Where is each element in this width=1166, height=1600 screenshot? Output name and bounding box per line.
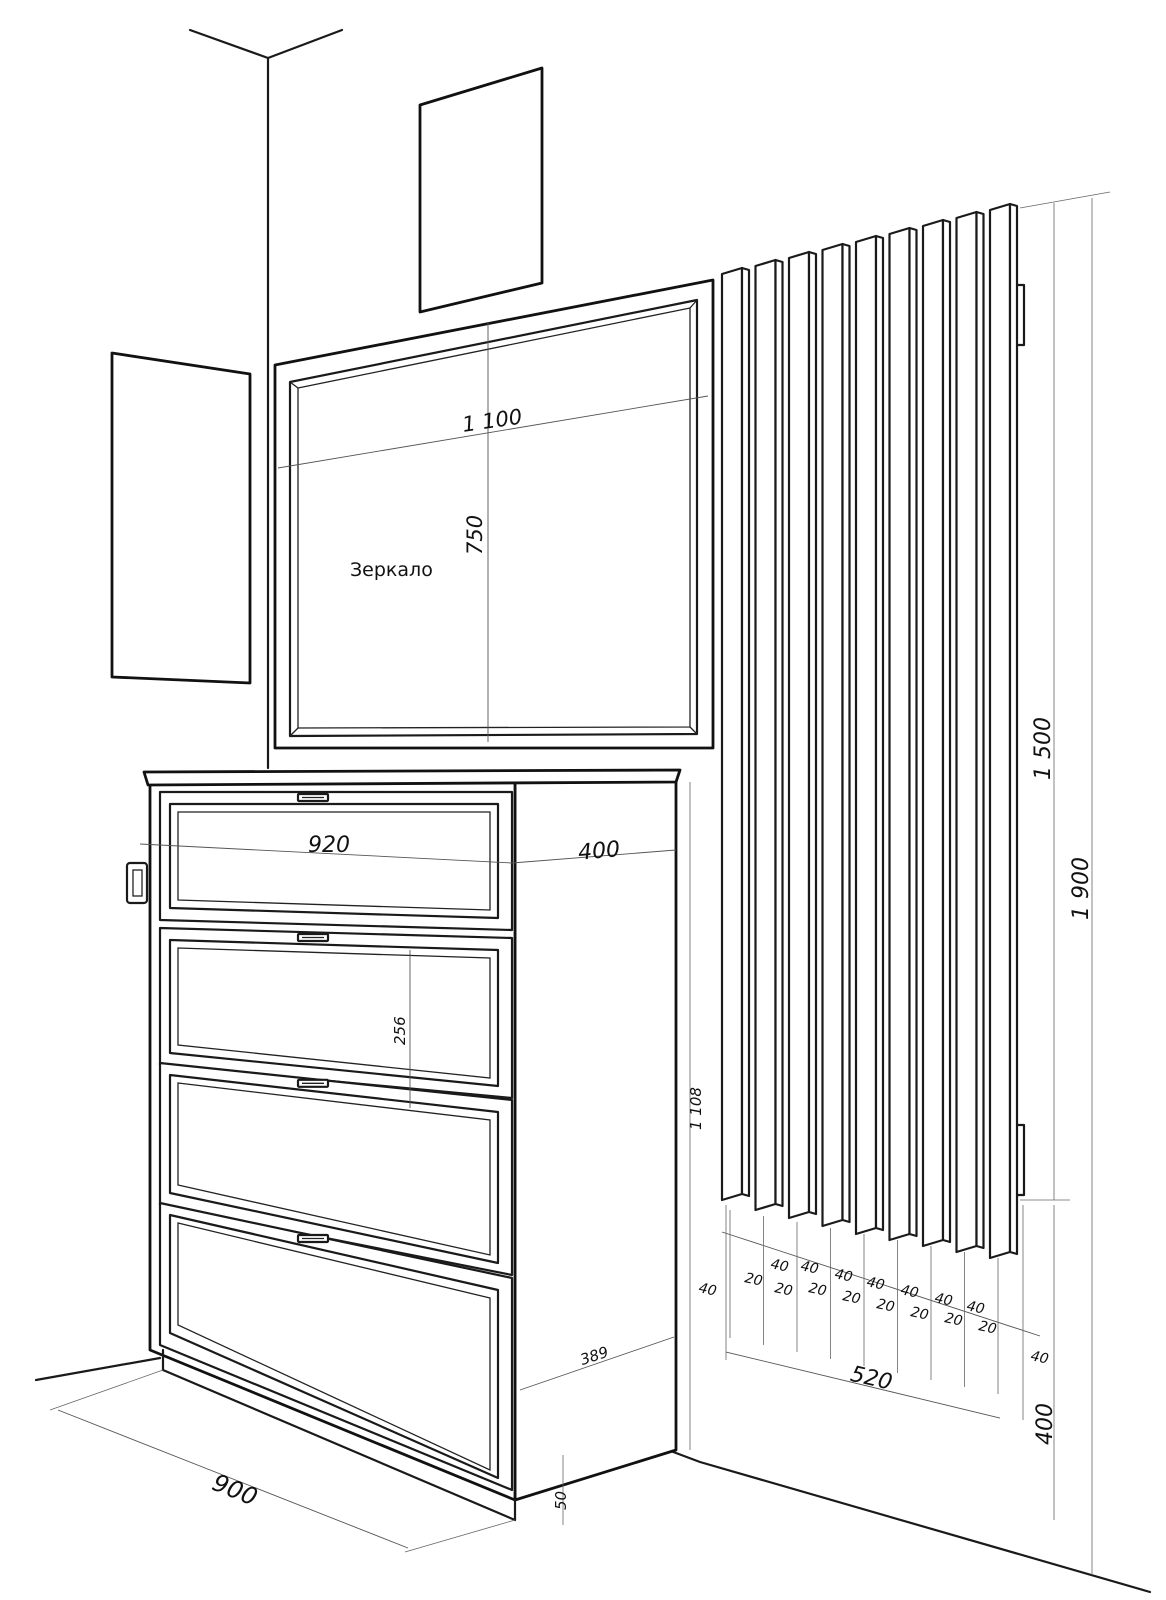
drawer-height-dimension: 256 — [391, 1016, 409, 1045]
slat — [854, 234, 885, 1236]
slat-spacing-label: 40 — [1029, 1348, 1050, 1367]
drawer-handle[interactable] — [296, 932, 330, 943]
drawers-group — [158, 790, 514, 1492]
slat-spacing-label: 40 — [865, 1274, 886, 1293]
dresser-depth-dimension: 400 — [577, 837, 621, 866]
slat-spacing-label: 40 — [769, 1256, 790, 1275]
picture-frame-left — [110, 351, 252, 685]
slat-spacing-label: 20 — [841, 1288, 862, 1307]
slat-spacing-label: 40 — [799, 1258, 820, 1277]
total-height-dimension: 1 900 — [1069, 857, 1094, 920]
slat-spacing-label: 20 — [773, 1280, 794, 1299]
mirror — [273, 278, 715, 750]
dresser-dimension-lines — [49, 782, 691, 1553]
dresser — [125, 768, 682, 1522]
dresser-height-dimension: 1 108 — [687, 1087, 705, 1130]
slat — [720, 266, 751, 1202]
drawer-handle[interactable] — [296, 1233, 330, 1244]
slat — [888, 226, 918, 1242]
picture-frame-top — [418, 66, 544, 314]
panel-height-dimension: 1 500 — [1031, 717, 1056, 780]
dresser-front-width-dimension: 920 — [308, 833, 350, 858]
slat-spacing-label: 40 — [899, 1282, 920, 1301]
slat-spacing-label: 20 — [943, 1310, 964, 1329]
slat-spacing-label: 20 — [743, 1270, 764, 1289]
slat — [821, 242, 851, 1228]
slat — [921, 218, 952, 1248]
room-outline — [34, 28, 1152, 1594]
slat — [787, 250, 818, 1220]
dresser-width-dimension: 900 — [208, 1468, 261, 1511]
slat-spacing-label: 40 — [697, 1280, 718, 1299]
mirror-dimension-lines — [277, 322, 709, 742]
slat — [955, 210, 985, 1254]
drawer-front[interactable] — [158, 926, 514, 1100]
slat-spacing-label: 20 — [875, 1296, 896, 1315]
slat-spacing-label: 40 — [965, 1298, 986, 1317]
mirror-label: Зеркало — [350, 559, 433, 581]
drawer-front[interactable] — [158, 1201, 514, 1492]
mirror-height-dimension: 750 — [463, 515, 487, 555]
panel-gap-dimension: 400 — [1033, 1403, 1058, 1445]
slat-spacing-label: 20 — [909, 1304, 930, 1323]
slat-spacing-label: 20 — [807, 1280, 828, 1299]
slats-group — [720, 202, 1019, 1260]
plinth-height-dimension: 50 — [552, 1491, 570, 1510]
slat-panel — [720, 202, 1026, 1260]
drawer-handle[interactable] — [296, 792, 330, 803]
panel-width-dimension: 520 — [848, 1362, 895, 1396]
slat-spacing-label: 40 — [933, 1290, 954, 1309]
drawer-front[interactable] — [158, 790, 514, 932]
panel-dimension-lines — [721, 191, 1111, 1575]
slat-spacing-label: 20 — [977, 1318, 998, 1337]
slat — [988, 202, 1019, 1260]
slat-spacing-label: 40 — [833, 1266, 854, 1285]
drawer-handle[interactable] — [296, 1078, 330, 1088]
slat — [754, 258, 784, 1212]
